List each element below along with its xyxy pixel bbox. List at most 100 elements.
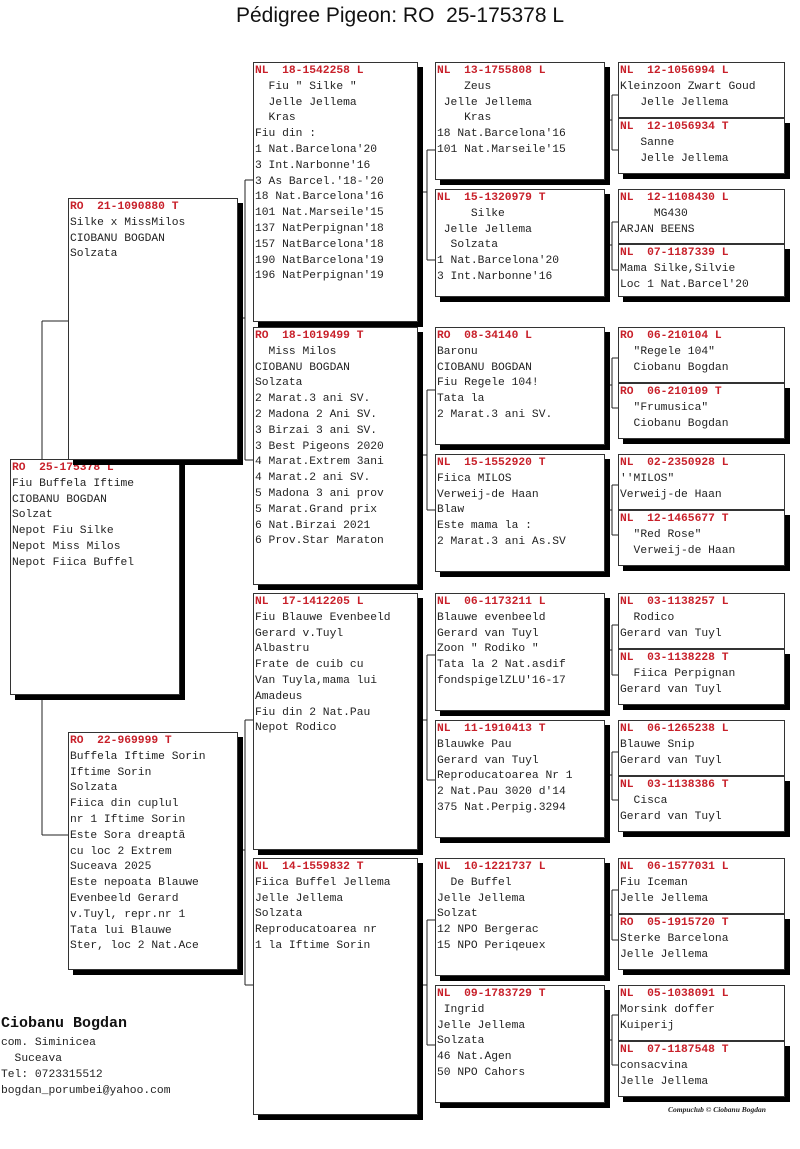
pigeon-info-line: Kras: [255, 112, 296, 125]
pigeon-info-line: Jelle Jellema: [255, 892, 344, 905]
ring-number: NL 06-1265238 L: [620, 723, 729, 735]
pigeon-info-line: Gerard v.Tuyl: [255, 627, 344, 640]
pigeon-info-line: 1 Nat.Barcelona'20: [255, 143, 378, 156]
pigeon-info-line: Amadeus: [255, 690, 303, 703]
pigeon-info-line: Solzat: [437, 908, 478, 921]
ancestor-card: NL 12-1056934 T Sanne Jelle Jellema: [618, 118, 785, 174]
ring-number: NL 11-1910413 T: [437, 723, 546, 735]
pigeon-info-line: De Buffel: [437, 876, 512, 889]
pigeon-info-line: Nepot Fiu Silke: [12, 525, 114, 538]
pigeon-info-line: Gerard van Tuyl: [437, 627, 539, 640]
pigeon-info-line: Fiu din :: [255, 128, 317, 141]
pigeon-info-line: Baronu: [437, 345, 478, 358]
ring-number: NL 03-1138228 T: [620, 652, 729, 664]
pigeon-info-line: 101 Nat.Marseile'15: [437, 143, 566, 156]
pigeon-info-line: Jelle Jellema: [620, 948, 709, 961]
ring-number: NL 10-1221737 L: [437, 861, 546, 873]
pigeon-info-line: Fiu din 2 Nat.Pau: [255, 706, 371, 719]
pigeon-info-line: Albastru: [255, 643, 310, 656]
owner-phone: Tel: 0723315512: [1, 1069, 103, 1081]
pigeon-info-line: 2 Marat.3 ani As.SV: [437, 535, 566, 548]
pigeon-info-line: Jelle Jellema: [437, 96, 532, 109]
pigeon-info-line: 137 NatPerpignan'18: [255, 222, 384, 235]
pigeon-info-line: CIOBANU BOGDAN: [12, 493, 107, 506]
pigeon-info-line: Jelle Jellema: [437, 892, 526, 905]
pigeon-info-line: "Regele 104": [620, 345, 715, 358]
ring-number: NL 15-1552920 T: [437, 457, 546, 469]
pigeon-info-line: 18 Nat.Barcelona'16: [255, 191, 384, 204]
pigeon-info-line: Fiu Iceman: [620, 876, 688, 889]
pigeon-info-line: 3 As Barcel.'18-'20: [255, 175, 384, 188]
pigeon-info-line: nr 1 Iftime Sorin: [70, 813, 186, 826]
ring-number: RO 08-34140 L: [437, 330, 532, 342]
pigeon-info-line: Evenbeeld Gerard: [70, 892, 179, 905]
pigeon-info-line: 6 Prov.Star Maraton: [255, 535, 384, 548]
pigeon-info-line: Este mama la :: [437, 520, 532, 533]
pigeon-info-line: Jelle Jellema: [255, 96, 357, 109]
pigeon-info-line: Ciobanu Bogdan: [620, 417, 729, 430]
pigeon-info-line: Jelle Jellema: [620, 96, 729, 109]
pigeon-info-line: Solzata: [437, 239, 499, 252]
ring-number: RO 06-210104 L: [620, 330, 722, 342]
pigeon-info-line: Solzata: [70, 248, 118, 261]
ring-number: NL 03-1138257 L: [620, 596, 729, 608]
pigeon-info-line: Kuiperij: [620, 1019, 675, 1032]
pigeon-info-line: CIOBANU BOGDAN: [437, 361, 532, 374]
ring-number: NL 18-1542258 L: [255, 65, 364, 77]
pigeon-info-line: 6 Nat.Birzai 2021: [255, 519, 371, 532]
pigeon-info-line: "Red Rose": [620, 528, 702, 541]
ancestor-card: NL 02-2350928 L''MILOS"Verweij-de Haan: [618, 454, 785, 510]
pigeon-info-line: Silke: [437, 207, 505, 220]
pigeon-info-line: Fiica MILOS: [437, 472, 512, 485]
pigeon-info-line: consacvina: [620, 1059, 688, 1072]
pigeon-info-line: Blauwe evenbeeld: [437, 611, 546, 624]
pigeon-info-line: Fiica Perpignan: [620, 667, 736, 680]
pigeon-info-line: Jelle Jellema: [437, 1019, 526, 1032]
pigeon-info-line: Jelle Jellema: [437, 223, 532, 236]
ancestor-card: NL 12-1465677 T "Red Rose" Verweij-de Ha…: [618, 510, 785, 566]
owner-email: bogdan_porumbei@yahoo.com: [1, 1085, 171, 1097]
ring-number: RO 21-1090880 T: [70, 201, 179, 213]
pigeon-info-line: 196 NatPerpignan'19: [255, 270, 384, 283]
ring-number: NL 05-1038091 L: [620, 988, 729, 1000]
pigeon-info-line: cu loc 2 Extrem: [70, 845, 172, 858]
pigeon-info-line: 375 Nat.Perpig.3294: [437, 801, 566, 814]
pigeon-info-line: 4 Marat.Extrem 3ani: [255, 456, 384, 469]
page-title: Pédigree Pigeon: RO 25-175378 L: [235, 4, 565, 27]
pigeon-info-line: Jelle Jellema: [620, 1075, 709, 1088]
pigeon-info-line: Este nepoata Blauwe: [70, 877, 199, 890]
pigeon-info-line: Ster, loc 2 Nat.Ace: [70, 940, 199, 953]
pigeon-info-line: Iftime Sorin: [70, 766, 152, 779]
pigeon-info-line: 2 Marat.3 ani SV.: [255, 393, 371, 406]
owner-address-line1: com. Siminicea: [1, 1037, 96, 1049]
pigeon-info-line: 3 Int.Narbonne'16: [437, 270, 553, 283]
pigeon-info-line: Sanne: [620, 136, 675, 149]
pigeon-info-line: Ingrid: [437, 1003, 485, 1016]
pigeon-info-line: Blauwke Pau: [437, 738, 512, 751]
pigeon-info-line: Mama Silke,Silvie: [620, 262, 736, 275]
pigeon-info-line: v.Tuyl, repr.nr 1: [70, 908, 186, 921]
pigeon-info-line: 4 Marat.2 ani SV.: [255, 472, 371, 485]
ring-number: RO 25-175378 L: [12, 462, 114, 474]
pigeon-info-line: Loc 1 Nat.Barcel'20: [620, 278, 749, 291]
pigeon-info-line: Zoon " Rodiko ": [437, 643, 539, 656]
pigeon-info-line: Este Sora dreaptă: [70, 829, 186, 842]
ring-number: NL 06-1173211 L: [437, 596, 546, 608]
